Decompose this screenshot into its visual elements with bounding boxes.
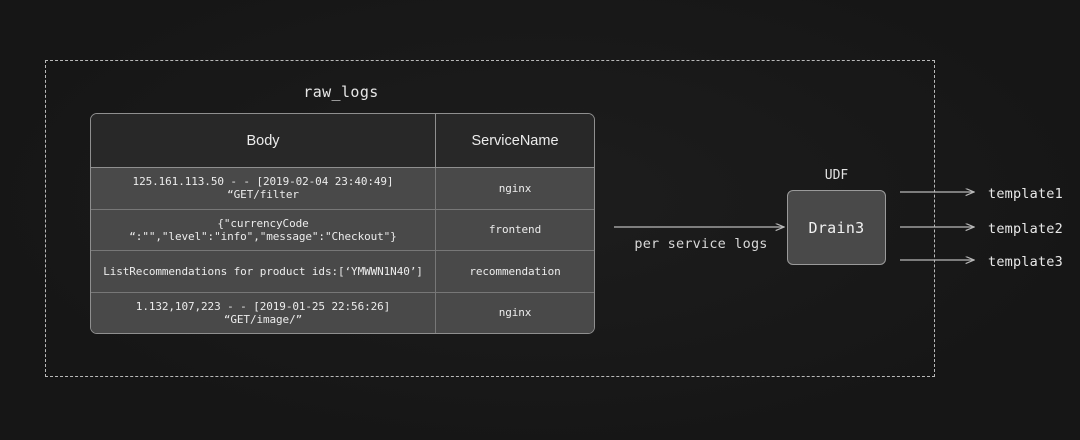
cell-body: 125.161.113.50 - - [2019-02-04 23:40:49]… <box>91 168 436 210</box>
drain3-label: Drain3 <box>808 218 865 237</box>
output-arrow-3-icon <box>900 254 980 266</box>
table-row: 125.161.113.50 - - [2019-02-04 23:40:49]… <box>91 168 594 210</box>
raw-logs-title: raw_logs <box>303 83 379 101</box>
cell-body: {"currencyCode “:"","level":"info","mess… <box>91 209 436 251</box>
column-header-body: Body <box>91 114 436 168</box>
drain3-box: Drain3 <box>787 190 886 265</box>
output-label-template2: template2 <box>988 221 1063 237</box>
output-label-template1: template1 <box>988 186 1063 202</box>
flow-arrow-icon <box>614 206 790 230</box>
table-row: ListRecommendations for product ids:[‘YM… <box>91 251 594 293</box>
cell-body: 1.132,107,223 - - [2019-01-25 22:56:26] … <box>91 292 436 333</box>
output-arrow-2-icon <box>900 221 980 233</box>
output-arrow-1-icon <box>900 186 980 198</box>
raw-logs-table: Body ServiceName 125.161.113.50 - - [201… <box>90 113 595 334</box>
cell-servicename: nginx <box>436 292 594 333</box>
cell-servicename: recommendation <box>436 251 594 293</box>
table-header-row: Body ServiceName <box>91 114 594 168</box>
table-row: {"currencyCode “:"","level":"info","mess… <box>91 209 594 251</box>
udf-caption: UDF <box>824 168 849 183</box>
table-row: 1.132,107,223 - - [2019-01-25 22:56:26] … <box>91 292 594 333</box>
flow-arrow-group: per service logs <box>612 206 790 266</box>
cell-body: ListRecommendations for product ids:[‘YM… <box>91 251 436 293</box>
raw-logs-boundary <box>45 60 935 377</box>
cell-servicename: nginx <box>436 168 594 210</box>
output-label-template3: template3 <box>988 254 1063 270</box>
cell-servicename: frontend <box>436 209 594 251</box>
flow-arrow-label: per service logs <box>634 236 768 252</box>
column-header-servicename: ServiceName <box>436 114 594 168</box>
